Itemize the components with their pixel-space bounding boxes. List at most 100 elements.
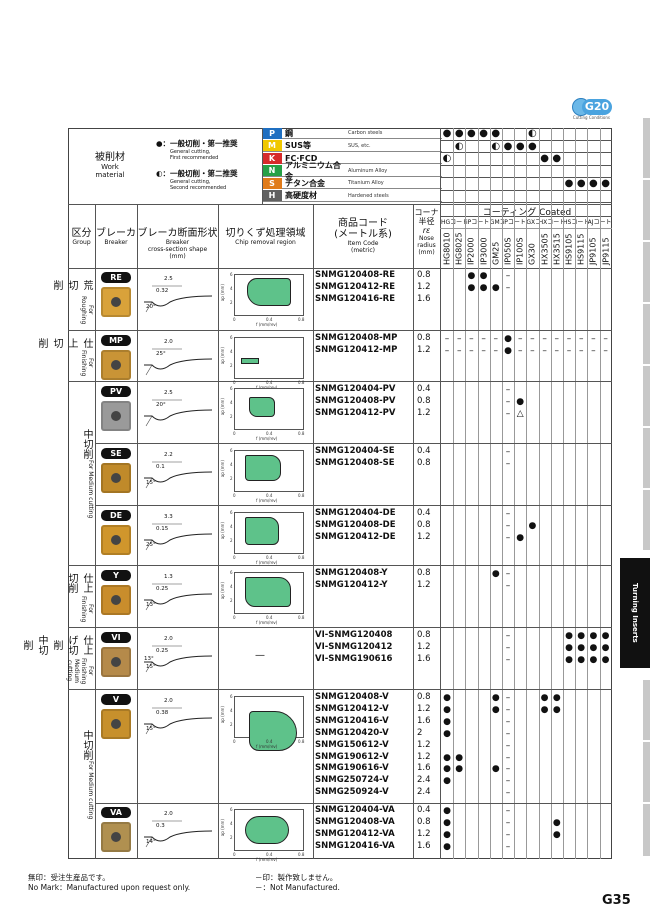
availability-mark: – bbox=[517, 345, 523, 356]
chip-region bbox=[249, 711, 297, 751]
item-code[interactable]: SNMG250724-V bbox=[315, 775, 389, 786]
material-mark bbox=[563, 166, 575, 177]
chip-removal-chart bbox=[234, 512, 304, 554]
work-material-en1: Work bbox=[101, 163, 119, 171]
material-mark: ◐ bbox=[442, 153, 452, 164]
grade-vline bbox=[514, 128, 516, 859]
item-code[interactable]: SNMG120408-PV bbox=[315, 395, 396, 406]
material-mark bbox=[478, 178, 490, 189]
breaker-va: VA bbox=[101, 807, 131, 818]
item-code[interactable]: SNMG120412-RE bbox=[315, 281, 396, 292]
group-label-jp: 中切削 bbox=[81, 429, 92, 460]
item-code[interactable]: SNMG120420-V bbox=[315, 727, 389, 738]
insert-image bbox=[101, 647, 131, 677]
side-bar-2 bbox=[643, 180, 650, 240]
availability-mark: – bbox=[603, 334, 608, 344]
shape-dimension: 13° bbox=[144, 656, 154, 662]
badge-sub: Cutting Conditions bbox=[572, 115, 610, 120]
availability-mark: – bbox=[444, 345, 450, 356]
availability-mark: – bbox=[505, 728, 511, 739]
nose-radius: 1.6 bbox=[417, 840, 431, 851]
item-code[interactable]: SNMG120408-SE bbox=[315, 457, 395, 468]
item-code[interactable]: SNMG120408-Y bbox=[315, 568, 388, 578]
item-code[interactable]: SNMG120416-V bbox=[315, 715, 389, 726]
item-code[interactable]: SNMG120412-MP bbox=[315, 344, 398, 355]
group-label-jp: 仕上切削 bbox=[36, 337, 92, 348]
group-label-en: For Finishing bbox=[80, 595, 94, 623]
side-bar-10 bbox=[643, 804, 650, 856]
item-code[interactable]: SNMG120412-Y bbox=[315, 579, 388, 590]
insert-image bbox=[101, 822, 131, 852]
material-jp: アルミニウム合金 bbox=[285, 160, 341, 181]
shape-dimension: 2.0 bbox=[164, 698, 173, 704]
shape-dimension: 0.15 bbox=[156, 526, 169, 532]
turning-inserts-tab[interactable]: Turning Inserts bbox=[620, 558, 650, 668]
item-code[interactable]: VI-SNMG120408 bbox=[315, 630, 393, 640]
material-en: Hardened steels bbox=[348, 192, 389, 199]
chart-axis-label: f (mm/rev) bbox=[256, 857, 278, 862]
shape-dimension: 2.0 bbox=[164, 636, 173, 642]
item-code[interactable]: SNMG120404-VA bbox=[315, 805, 395, 815]
chart-axis-label: 0.4 bbox=[266, 555, 273, 560]
item-code[interactable]: SNMG120416-RE bbox=[315, 293, 396, 304]
nose-radius: 1.2 bbox=[417, 739, 431, 750]
item-code[interactable]: SNMG150612-V bbox=[315, 739, 389, 750]
availability-mark: – bbox=[505, 704, 511, 715]
nose-radius: 1.6 bbox=[417, 653, 431, 664]
item-code[interactable]: SNMG120408-DE bbox=[315, 519, 396, 530]
item-code[interactable]: SNMG120404-PV bbox=[315, 384, 396, 394]
item-code[interactable]: SNMG120404-DE bbox=[315, 508, 396, 518]
material-mark bbox=[539, 141, 551, 152]
insert-image bbox=[101, 525, 131, 555]
header-group-en: Group bbox=[72, 239, 91, 246]
work-material-en2: material bbox=[95, 171, 125, 179]
availability-mark: ● bbox=[443, 704, 451, 715]
nose-radius: 1.2 bbox=[417, 344, 431, 355]
header-nose-jp1: コーナ bbox=[414, 208, 439, 217]
item-code[interactable]: VI-SNMG120412 bbox=[315, 641, 393, 652]
group-label-en: For Roughing bbox=[80, 295, 94, 325]
item-code[interactable]: SNMG120412-V bbox=[315, 703, 389, 714]
item-code[interactable]: SNMG190616-V bbox=[315, 763, 389, 774]
material-mark bbox=[441, 178, 453, 189]
chip-region bbox=[245, 816, 289, 844]
item-code[interactable]: SNMG120408-RE bbox=[315, 270, 396, 280]
grade-ip100s: IP100S bbox=[515, 237, 525, 265]
item-code[interactable]: VI-SNMG190616 bbox=[315, 653, 393, 664]
material-mark bbox=[600, 141, 612, 152]
nose-radius: 0.8 bbox=[417, 692, 431, 702]
availability-mark: ● bbox=[577, 642, 586, 653]
item-code[interactable]: SNMG120408-MP bbox=[315, 333, 398, 343]
nose-radius: 2.4 bbox=[417, 787, 431, 798]
item-code[interactable]: SNMG190612-V bbox=[315, 751, 389, 762]
chart-ylabel: ap (mm) bbox=[220, 347, 225, 365]
item-code[interactable]: SNMG120412-PV bbox=[315, 407, 396, 418]
chip-region bbox=[247, 278, 291, 306]
item-code[interactable]: SNMG120412-VA bbox=[315, 828, 395, 839]
item-code[interactable]: SNMG120404-SE bbox=[315, 446, 395, 456]
insert-hole-icon bbox=[111, 719, 121, 729]
side-bar-5 bbox=[643, 366, 650, 426]
availability-mark: – bbox=[505, 752, 511, 763]
availability-mark: – bbox=[542, 334, 547, 344]
header-nose-en3: (mm) bbox=[418, 249, 435, 256]
item-code[interactable]: SNMG120408-V bbox=[315, 692, 389, 702]
chart-ylabel: ap (mm) bbox=[220, 582, 225, 600]
material-mark bbox=[478, 166, 490, 177]
availability-mark: – bbox=[530, 345, 535, 356]
item-code[interactable]: SNMG250924-V bbox=[315, 787, 389, 798]
insert-image bbox=[101, 401, 131, 431]
chart-axis-label: 0.4 bbox=[266, 317, 273, 322]
item-code[interactable]: SNMG120416-VA bbox=[315, 840, 395, 851]
item-code[interactable]: SNMG120412-DE bbox=[315, 531, 396, 542]
grade-vline bbox=[575, 128, 577, 859]
grade-jp9115: JP9115 bbox=[601, 237, 611, 265]
material-mark bbox=[526, 153, 538, 164]
nose-radius: 0.8 bbox=[417, 333, 431, 343]
cutting-conditions-badge[interactable]: G20 Cutting Conditions bbox=[572, 98, 612, 120]
legend-2: ◐：一般切削・第二推奨 General cutting, Second reco… bbox=[156, 168, 260, 191]
breaker-cross-section bbox=[144, 707, 213, 735]
item-code[interactable]: SNMG120408-VA bbox=[315, 816, 395, 827]
